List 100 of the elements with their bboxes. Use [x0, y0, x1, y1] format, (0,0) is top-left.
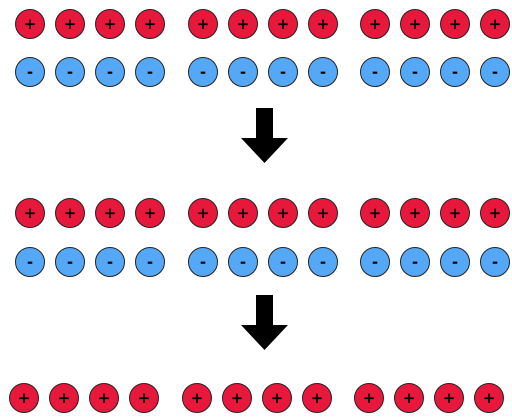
charge-sign: - [412, 254, 418, 270]
charge-sign: - [26, 254, 34, 270]
charge-sign: - [320, 64, 326, 80]
charge-sign: + [64, 206, 76, 220]
charge-sign: + [196, 206, 210, 220]
positive-charge-circle [360, 9, 390, 39]
charge-sign: + [448, 16, 462, 32]
charge-sign: - [320, 254, 326, 270]
positive-charge-circle [49, 383, 79, 413]
charge-sign: + [230, 390, 244, 406]
positive-charge-circle [15, 198, 45, 228]
positive-charge-circle [55, 9, 85, 39]
positive-charge-circle [354, 383, 384, 413]
negative-charge-circle [135, 57, 165, 87]
positive-charge-circle [394, 383, 424, 413]
negative-charge-circle [308, 57, 338, 87]
charge-sign: - [492, 64, 498, 80]
positive-charge-circle [188, 198, 218, 228]
positive-charge-circle [400, 9, 430, 39]
charge-sign: - [146, 254, 154, 270]
negative-charge-circle [15, 247, 45, 277]
negative-charge-circle [55, 247, 85, 277]
charge-sign: - [26, 64, 34, 80]
charge-sign: + [408, 16, 422, 32]
charge-sign: + [24, 16, 36, 32]
negative-charge-circle [440, 57, 470, 87]
negative-charge-circle [400, 247, 430, 277]
negative-charge-circle [15, 57, 45, 87]
negative-charge-circle [135, 247, 165, 277]
positive-charge-circle [222, 383, 252, 413]
positive-charge-circle [89, 383, 119, 413]
positive-charge-circle [480, 198, 510, 228]
charge-sign: + [488, 206, 502, 220]
positive-charge-circle [228, 198, 258, 228]
negative-charge-circle [95, 247, 125, 277]
negative-charge-circle [228, 247, 258, 277]
charge-sign: + [362, 390, 376, 406]
charge-sign: + [368, 16, 382, 32]
charge-sign: - [280, 254, 286, 270]
charge-sign: + [138, 390, 150, 406]
charge-sign: - [372, 64, 378, 80]
charge-sign: + [144, 16, 156, 32]
negative-charge-circle [95, 57, 125, 87]
charge-sign: - [240, 64, 246, 80]
charge-sign: + [24, 206, 36, 220]
positive-charge-circle [182, 383, 212, 413]
charge-sign: - [66, 64, 74, 80]
charge-sign: + [64, 16, 76, 32]
negative-charge-circle [400, 57, 430, 87]
positive-charge-circle [474, 383, 504, 413]
negative-charge-circle [308, 247, 338, 277]
positive-charge-circle [302, 383, 332, 413]
charge-sign: + [270, 390, 284, 406]
positive-charge-circle [360, 198, 390, 228]
positive-charge-circle [434, 383, 464, 413]
charge-sign: + [402, 390, 416, 406]
negative-charge-circle [268, 247, 298, 277]
charge-sign: - [66, 254, 74, 270]
positive-charge-circle [308, 198, 338, 228]
positive-charge-circle [95, 9, 125, 39]
positive-charge-circle [55, 198, 85, 228]
charge-sign: - [280, 64, 286, 80]
positive-charge-circle [308, 9, 338, 39]
positive-charge-circle [268, 9, 298, 39]
negative-charge-circle [55, 57, 85, 87]
charge-sign: + [18, 390, 30, 406]
charge-sign: + [104, 206, 116, 220]
charge-sign: + [98, 390, 110, 406]
charge-sign: + [276, 16, 290, 32]
charge-sign: + [236, 206, 250, 220]
charge-sign: + [144, 206, 156, 220]
charge-sign: - [372, 254, 378, 270]
negative-charge-circle [188, 57, 218, 87]
charge-sign: - [146, 64, 154, 80]
negative-charge-circle [188, 247, 218, 277]
charge-sign: - [492, 254, 498, 270]
positive-charge-circle [262, 383, 292, 413]
positive-charge-circle [440, 9, 470, 39]
charge-sign: + [368, 206, 382, 220]
positive-charge-circle [135, 9, 165, 39]
charge-sign: - [106, 64, 114, 80]
positive-charge-circle [228, 9, 258, 39]
negative-charge-circle [228, 57, 258, 87]
charge-sign: - [240, 254, 246, 270]
positive-charge-circle [400, 198, 430, 228]
positive-charge-circle [480, 9, 510, 39]
charge-sign: + [104, 16, 116, 32]
charge-sign: + [276, 206, 290, 220]
charge-sign: + [316, 16, 330, 32]
positive-charge-circle [95, 198, 125, 228]
charge-sign: - [200, 254, 206, 270]
charge-sign: - [106, 254, 114, 270]
positive-charge-circle [188, 9, 218, 39]
negative-charge-circle [480, 57, 510, 87]
charge-sign: - [200, 64, 206, 80]
positive-charge-circle [135, 198, 165, 228]
charge-sign: + [196, 16, 210, 32]
charge-sign: - [412, 64, 418, 80]
charge-sign: + [310, 390, 324, 406]
negative-charge-circle [440, 247, 470, 277]
